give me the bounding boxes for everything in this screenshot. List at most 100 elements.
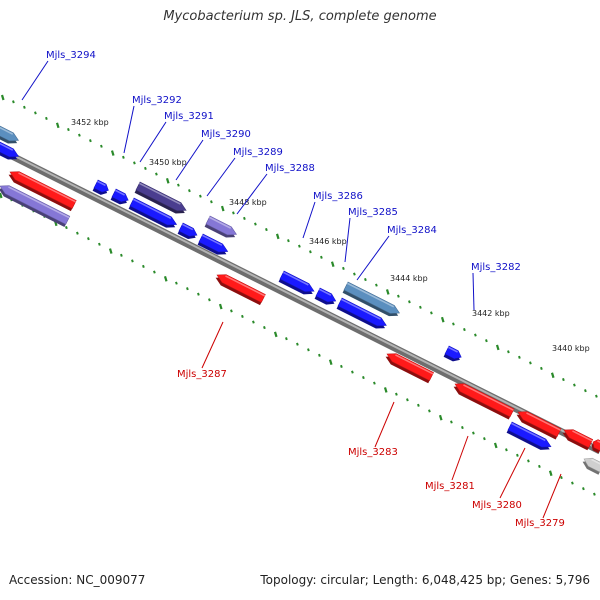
- gene-highlight: [208, 216, 232, 229]
- leader-line-fwd: [175, 139, 204, 181]
- gene-body: [216, 274, 266, 303]
- tick-mark: [298, 244, 301, 248]
- tick-mark: [584, 389, 587, 393]
- gene-body: [135, 181, 187, 212]
- tick-mark: [395, 392, 398, 396]
- tick-mark: [98, 242, 101, 246]
- gene-arrow-3294: [0, 121, 19, 144]
- gene-highlight: [346, 282, 395, 308]
- gene-arrow-3287: [215, 274, 266, 306]
- genome-backbone: [0, 146, 600, 455]
- tick-mark: [328, 359, 333, 365]
- kbp-label: 3450 kbp: [149, 158, 187, 167]
- tick-mark: [165, 178, 170, 184]
- gene-highlight: [572, 430, 593, 442]
- tick-mark: [383, 387, 388, 393]
- tick-mark: [571, 481, 574, 485]
- gene-highlight: [114, 189, 125, 196]
- gene-body: [178, 222, 198, 237]
- gene-arrow-3285: [314, 287, 337, 305]
- tick-mark: [516, 453, 519, 457]
- leader-line-fwd: [302, 201, 316, 239]
- tick-mark: [463, 328, 466, 332]
- gene-highlight: [282, 271, 309, 286]
- tick-mark: [144, 166, 147, 171]
- tick-mark: [474, 333, 477, 337]
- tick-mark: [375, 283, 378, 287]
- tick-mark: [342, 266, 345, 271]
- tick-mark: [428, 409, 431, 413]
- tick-mark: [562, 378, 565, 382]
- gene-arrow-3283: [385, 353, 434, 384]
- tick-mark: [560, 476, 563, 480]
- tick-mark: [406, 398, 409, 402]
- tick-mark: [120, 253, 123, 257]
- gene-label-rev: Mjls_3281: [425, 481, 475, 492]
- tick-mark: [199, 194, 202, 198]
- tick-mark: [318, 353, 321, 357]
- kbp-label: 3442 kbp: [472, 309, 510, 318]
- leader-line-fwd: [206, 157, 236, 197]
- gene-label-fwd: Mjls_3294: [46, 50, 96, 61]
- tick-mark: [78, 133, 81, 137]
- gene-highlight: [591, 458, 600, 467]
- gene-arrow-3280: [506, 421, 552, 450]
- gene-highlight: [181, 223, 194, 231]
- tick-mark: [67, 128, 70, 132]
- gene-label-fwd: Mjls_3282: [471, 262, 521, 273]
- gene-label-rev: Mjls_3279: [515, 518, 565, 529]
- tick-mark: [186, 287, 189, 291]
- tick-mark: [483, 437, 486, 441]
- leader-line-rev: [201, 321, 224, 369]
- tick-mark: [320, 255, 323, 259]
- kbp-label: 3440 kbp: [552, 344, 590, 353]
- leader-line-rev: [374, 401, 395, 448]
- tick-mark: [0, 192, 3, 199]
- tick-mark: [461, 426, 464, 430]
- tick-mark: [548, 470, 553, 477]
- tick-mark: [507, 350, 510, 354]
- tick-mark: [45, 116, 48, 121]
- gene-arrow-3294b: [0, 137, 19, 160]
- gene-arrow-3280r: [516, 411, 562, 440]
- tick-mark: [210, 200, 213, 204]
- gene-highlight: [526, 412, 561, 431]
- tick-mark: [529, 361, 532, 365]
- tick-mark: [275, 233, 280, 240]
- gene-highlight: [0, 122, 14, 135]
- gene-arrow-3288b: [197, 233, 229, 255]
- gene-label-rev: Mjls_3283: [348, 447, 398, 458]
- tick-mark: [493, 442, 498, 449]
- tick-mark: [188, 189, 191, 193]
- gene-highlight: [132, 198, 172, 219]
- tick-mark: [296, 342, 299, 346]
- gene-arrow-3289: [177, 222, 198, 239]
- tick-mark: [573, 383, 576, 387]
- tick-mark: [408, 300, 411, 304]
- gene-highlight: [225, 275, 266, 297]
- gene-highlight: [18, 172, 76, 203]
- tick-mark: [23, 105, 26, 109]
- tick-mark: [550, 372, 555, 379]
- tick-mark: [252, 320, 255, 324]
- gene-label-fwd: Mjls_3288: [265, 163, 315, 174]
- tick-mark: [163, 276, 168, 282]
- tick-mark: [155, 172, 158, 176]
- tick-mark: [110, 150, 115, 156]
- tick-mark: [505, 448, 508, 452]
- gene-highlight: [510, 422, 546, 442]
- tick-mark: [340, 364, 343, 369]
- gene-arrow-3292: [92, 179, 109, 195]
- tick-mark: [55, 122, 60, 129]
- gene-highlight: [8, 186, 70, 219]
- tick-mark: [218, 303, 223, 310]
- gene-label-fwd: Mjls_3286: [313, 191, 363, 202]
- tick-mark: [177, 183, 180, 187]
- tick-mark: [287, 239, 290, 243]
- tick-mark: [397, 294, 400, 298]
- gene-highlight: [0, 138, 14, 151]
- gene-body: [517, 411, 562, 438]
- tick-mark: [593, 492, 596, 496]
- tick-mark: [89, 139, 92, 143]
